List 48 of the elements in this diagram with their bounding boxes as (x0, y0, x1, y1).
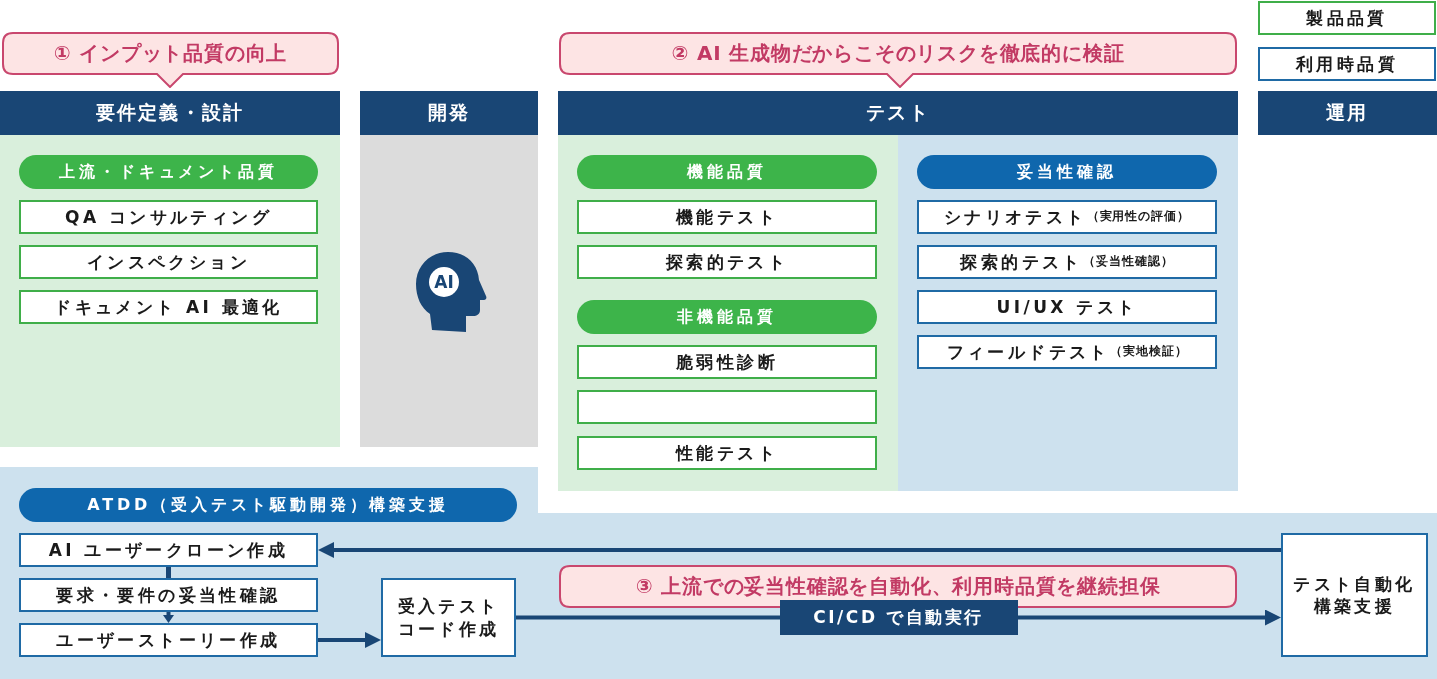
item-box (917, 200, 1217, 234)
item-box: 受入テストコード作成 (381, 578, 516, 657)
item-box: テスト自動化構築支援 (1281, 533, 1428, 657)
item-box: QA コンサルティング (19, 200, 318, 234)
icon-text: AI (433, 271, 455, 294)
item-box: 脆弱性診断 (577, 345, 877, 379)
item-box: AI ユーザークローン作成 (19, 533, 318, 567)
arrow (163, 612, 174, 623)
arrow (318, 542, 1281, 558)
heading-pill: ATDD（受入テスト駆動開発）構築支援 (19, 488, 517, 522)
background-panel (0, 467, 1437, 679)
column-panel (0, 91, 340, 447)
item-box: UI/UX テスト (917, 290, 1217, 324)
heading-pill: 非機能品質 (577, 300, 877, 334)
item-note: （妥当性確認） (1082, 254, 1174, 270)
connector-line (166, 567, 171, 578)
item-text: 探索的テスト (960, 250, 1083, 274)
item-box: 探索的テスト (577, 245, 877, 279)
callout-bubble: ① インプット品質の向上 (2, 32, 339, 88)
heading-pill: 機能品質 (577, 155, 877, 189)
item-box: ドキュメント AI 最適化 (19, 290, 318, 324)
column-panel (360, 91, 538, 447)
column-header: 運用 (1258, 91, 1437, 135)
item-box: 要求・要件の妥当性確認 (19, 578, 318, 612)
head-icon (414, 250, 488, 334)
item-note: （実地検証） (1109, 344, 1188, 360)
callout-bubble: ② AI 生成物だからこそのリスクを徹底的に検証 (559, 32, 1237, 88)
item-box: ユーザーストーリー作成 (19, 623, 318, 657)
column-panel (558, 91, 1238, 491)
item-box: 機能テスト (577, 200, 877, 234)
item-box (917, 335, 1217, 369)
legend-item: 製品品質 (1258, 1, 1436, 35)
item-note: （実用性の評価） (1086, 209, 1191, 225)
item-text: フィールドテスト (946, 340, 1110, 364)
legend-item: 利用時品質 (1258, 47, 1436, 81)
heading-pill: 上流・ドキュメント品質 (19, 155, 318, 189)
item-text: シナリオテスト (943, 205, 1087, 229)
heading-pill: 妥当性確認 (917, 155, 1217, 189)
item-box: 性能テスト (577, 436, 877, 470)
edge-label: CI/CD で自動実行 (779, 600, 1018, 635)
column-title: 要件定義・設計 (94, 100, 246, 125)
item-box (917, 245, 1217, 279)
arrow (318, 632, 381, 648)
column-title: テスト (865, 100, 931, 125)
item-box: インスペクション (19, 245, 318, 279)
callout-bubble: ③ 上流での妥当性確認を自動化、利用時品質を継続担保 (559, 565, 1237, 608)
item-box (577, 390, 877, 424)
column-title: 開発 (426, 100, 472, 125)
